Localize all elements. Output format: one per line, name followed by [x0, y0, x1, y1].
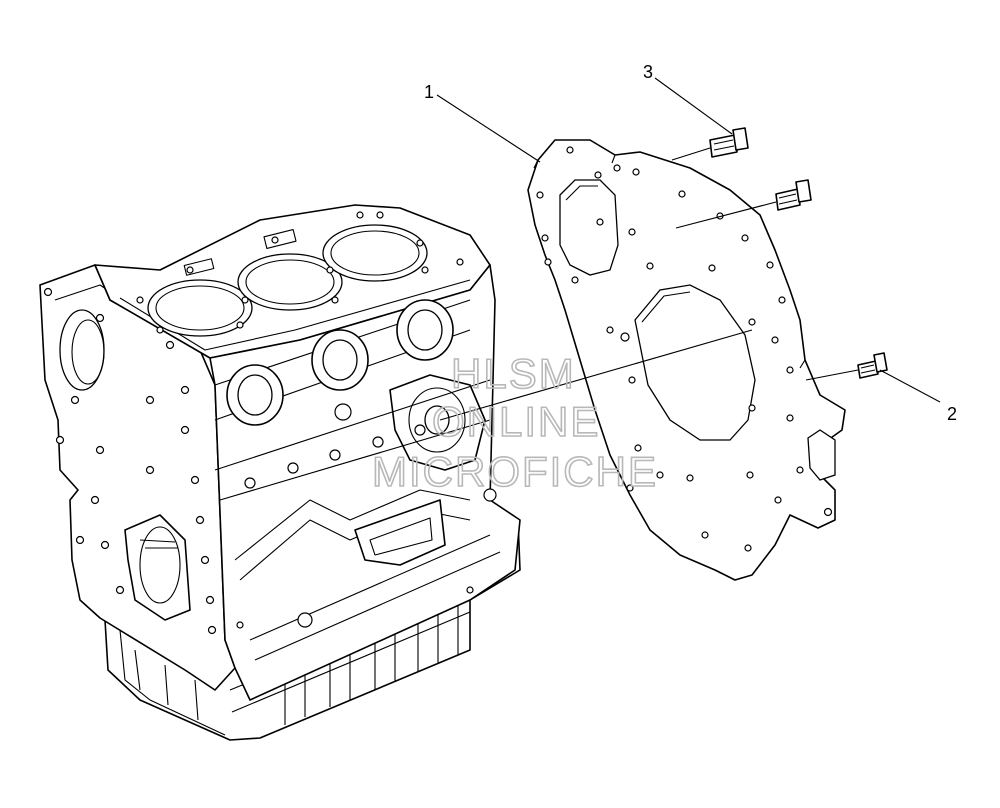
- plate-bolt-holes: [536, 146, 833, 552]
- flywheel-housing-plate: [527, 139, 846, 581]
- watermark-line3: MICROFICHE: [372, 448, 658, 495]
- watermark: HLSM ONLINE MICROFICHE: [371, 349, 658, 496]
- port-bosses: [226, 299, 454, 426]
- bolt-2: [857, 352, 888, 379]
- callout-2: 2: [947, 404, 957, 424]
- watermark-line2: ONLINE: [432, 398, 600, 445]
- left-face-bolt-holes: [43, 287, 217, 635]
- callout-3: 3: [643, 62, 653, 82]
- rail-bolts: [244, 424, 426, 489]
- callout-1: 1: [424, 82, 434, 102]
- cylinder-bores: [147, 224, 428, 337]
- leader-lines: [436, 77, 941, 403]
- bolt-upper: [775, 179, 812, 211]
- deck-holes: [136, 211, 464, 334]
- assembly-lines: [439, 147, 859, 421]
- bolt-3: [709, 127, 749, 158]
- watermark-line1: HLSM: [451, 350, 576, 397]
- oil-pan-ribs: [284, 600, 459, 725]
- engine-block: [39, 204, 521, 741]
